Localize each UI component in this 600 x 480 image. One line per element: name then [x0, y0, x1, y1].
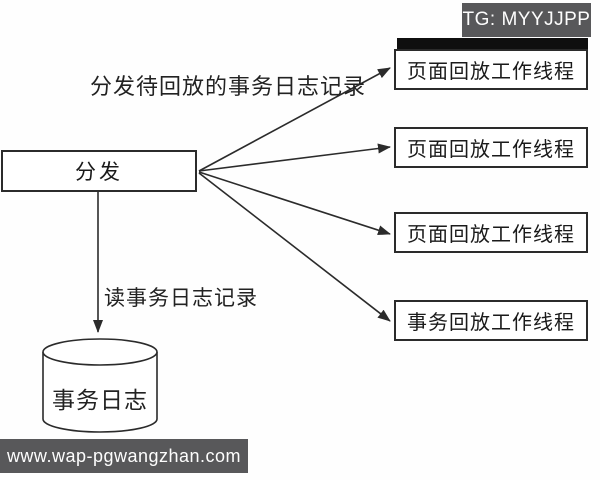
edge-dispatch-to-worker-3 — [198, 171, 391, 236]
worker-node-label: 事务回放工作线程 — [407, 312, 575, 334]
edge-label-dispatch: 分发待回放的事务日志记录 — [90, 74, 367, 99]
worker-node-page-replay-3: 页面回放工作线程 — [394, 212, 588, 253]
database-cylinder-label: 事务日志 — [52, 388, 148, 413]
edge-label-read-log: 读事务日志记录 — [104, 286, 258, 310]
watermark-site-text: www.wap-pgwangzhan.com — [6, 445, 242, 466]
edge-dispatch-to-worker-4 — [198, 172, 391, 322]
worker-node-page-replay-1: 页面回放工作线程 — [394, 49, 588, 90]
dispatch-node-label: 分发 — [75, 160, 123, 184]
dispatch-node: 分发 — [1, 150, 197, 192]
edge-dispatch-to-worker-2 — [198, 143, 391, 172]
edge-dispatch-to-worker-1 — [198, 67, 391, 172]
worker-node-page-replay-2: 页面回放工作线程 — [394, 127, 588, 168]
worker-node-label: 页面回放工作线程 — [407, 61, 575, 83]
watermark-site-bar: www.wap-pgwangzhan.com — [0, 439, 248, 473]
watermark-tg-text: TG: MYYJJPP — [462, 9, 591, 30]
worker-node-label: 页面回放工作线程 — [407, 139, 575, 161]
worker-node-label: 页面回放工作线程 — [407, 224, 575, 246]
worker-node-txn-replay: 事务回放工作线程 — [394, 300, 588, 341]
redaction-bar — [397, 38, 588, 49]
database-cylinder — [42, 338, 158, 433]
watermark-tg-bar: TG: MYYJJPP — [462, 3, 591, 37]
